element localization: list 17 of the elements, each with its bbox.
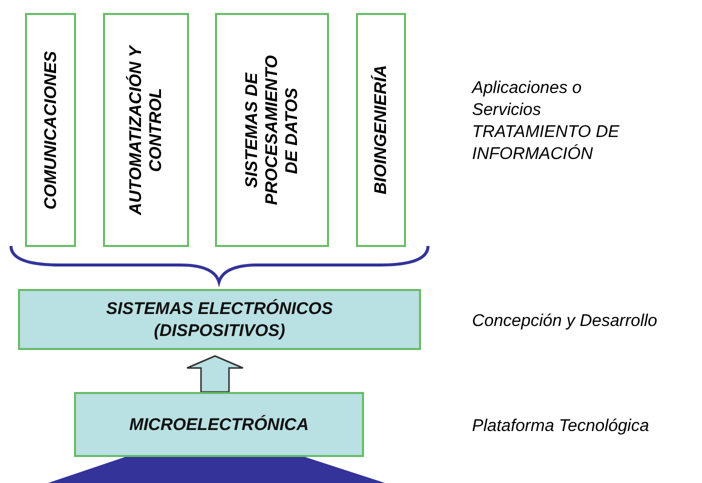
layer-caption: TRATAMIENTO DE INFORMACIÓN [472, 121, 620, 165]
block-arrow [186, 355, 244, 393]
layer-caption: Concepción y Desarrollo [472, 310, 658, 332]
layer-caption: Aplicaciones o Servicios [472, 77, 583, 121]
box-label: SISTEMAS ELECTRÓNICOS (DISPOSITIVOS) [105, 298, 334, 342]
box-label: COMUNICACIONES [40, 50, 60, 210]
category-box [356, 13, 406, 247]
category-box [25, 13, 76, 247]
box-label: AUTOMATIZACIÓN Y CONTROL [126, 44, 166, 218]
category-box [215, 13, 329, 247]
layer-caption: Plataforma Tecnológica [472, 415, 650, 437]
category-box [103, 13, 189, 247]
layer-box [18, 289, 421, 350]
box-label: MICROELECTRÓNICA [129, 414, 309, 436]
box-label: SISTEMAS DE PROCESAMIENTO DE DATOS [242, 54, 302, 207]
layer-box [74, 392, 364, 457]
box-label: BIOINGENIERÍA [371, 65, 391, 195]
